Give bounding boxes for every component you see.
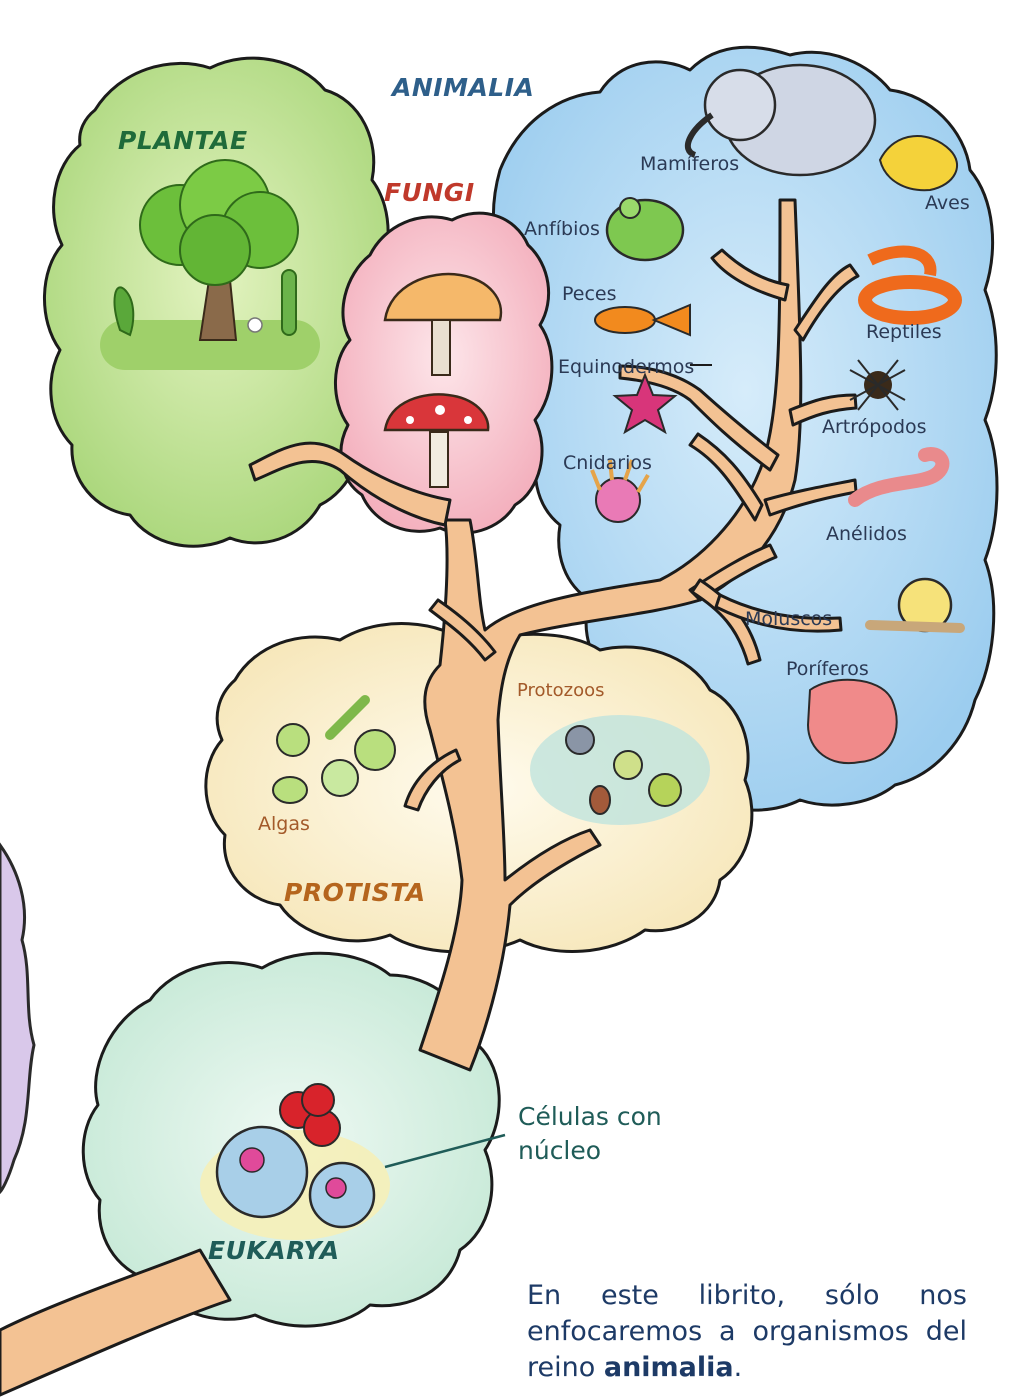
partial-blob-left — [0, 845, 34, 1192]
group-peces-label: Peces — [562, 285, 617, 304]
group-artropodos-label: Artrópodos — [822, 418, 927, 437]
group-aves-label: Aves — [925, 194, 970, 213]
kingdom-eukarya-label: EUKARYA — [208, 1238, 340, 1263]
protozoa-illustration — [530, 715, 710, 825]
caption-end: . — [734, 1352, 743, 1383]
group-poriferos-label: Poríferos — [786, 660, 869, 679]
sponge-illustration — [808, 680, 897, 763]
group-mamiferos-label: Mamíferos — [640, 155, 739, 174]
caption-bold-word: animalia — [604, 1352, 734, 1383]
kingdom-animalia-label: ANIMALIA — [392, 75, 534, 100]
caption-paragraph: En este librito, sólo nos enfocaremos a … — [527, 1278, 967, 1386]
kingdom-fungi-label: FUNGI — [384, 180, 475, 205]
group-algas-label: Algas — [258, 815, 310, 834]
caption-text: En este librito, sólo nos enfocaremos a … — [527, 1280, 967, 1383]
group-protozoos-label: Protozoos — [517, 682, 604, 700]
group-moluscos-label: Moluscos — [745, 610, 832, 629]
group-anfibios-label: Anfíbios — [524, 220, 600, 239]
group-equinodermos-label: Equinodermos — [558, 358, 694, 377]
eukarya-note-line2: núcleo — [518, 1134, 718, 1168]
eukarya-note-line1: Células con — [518, 1100, 718, 1134]
group-anelidos-label: Anélidos — [826, 525, 907, 544]
eukarya-note: Células con núcleo — [518, 1100, 718, 1168]
group-reptiles-label: Reptiles — [866, 323, 942, 342]
kingdom-plantae-label: PLANTAE — [118, 128, 248, 153]
group-cnidarios-label: Cnidarios — [563, 454, 652, 473]
kingdom-protista-label: PROTISTA — [284, 880, 426, 905]
frog-illustration — [607, 198, 683, 260]
